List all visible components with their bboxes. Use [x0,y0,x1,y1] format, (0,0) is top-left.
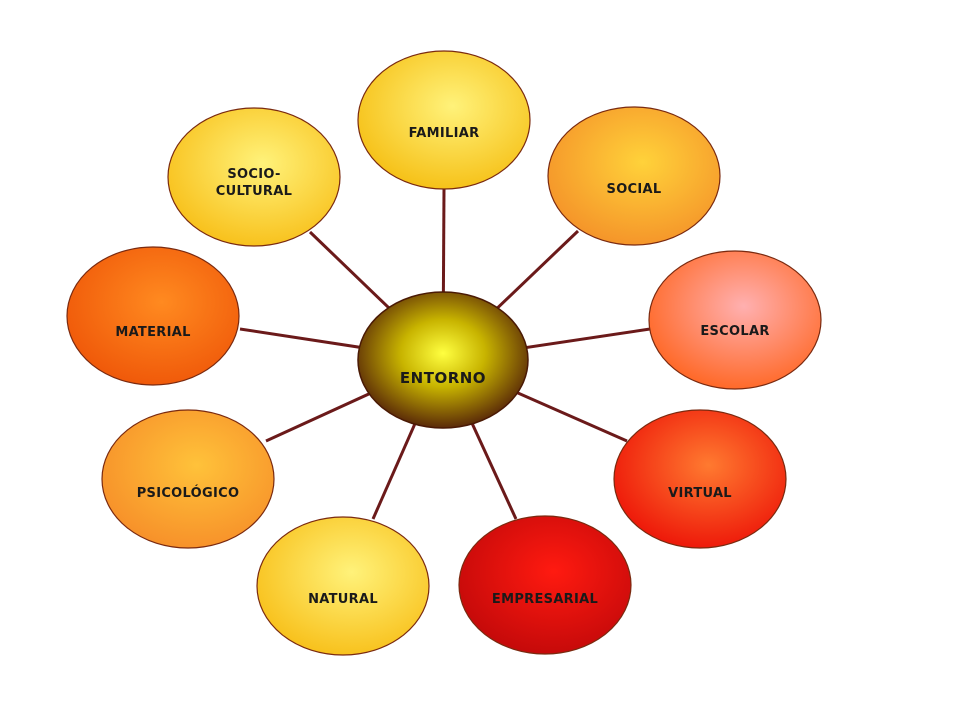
label-line-virtual-0: VIRTUAL [668,486,732,501]
bubble-virtual [613,409,787,549]
bubble-escolar [648,250,822,390]
label-familiar: FAMILIAR [409,126,480,141]
node-socio-cultural: SOCIO- CULTURAL [167,107,341,247]
node-material: MATERIAL [66,246,240,386]
label-line-social-0: SOCIAL [607,182,662,197]
node-escolar: ESCOLAR [648,250,822,390]
node-natural: NATURAL [256,516,430,656]
node-empresarial: EMPRESARIAL [458,515,632,655]
node-social: SOCIAL [547,106,721,246]
label-line-familiar-0: FAMILIAR [409,126,480,141]
label-psicologico: PSICOLÓGICO [137,485,240,501]
label-line-material-0: MATERIAL [115,325,190,340]
node-familiar: FAMILIAR [357,50,531,190]
label-natural: NATURAL [308,592,378,607]
label-line-natural-0: NATURAL [308,592,378,607]
label-empresarial: EMPRESARIAL [492,592,598,607]
label-line-empresarial-0: EMPRESARIAL [492,592,598,607]
label-line-psicologico-0: PSICOLÓGICO [137,485,240,501]
bubble-familiar [357,50,531,190]
bubble-material [66,246,240,386]
label-line-escolar-0: ESCOLAR [700,324,769,339]
label-line-socio-cultural-1: CULTURAL [216,184,292,199]
label-material: MATERIAL [115,325,190,340]
center-bubble [357,291,529,429]
bubble-natural [256,516,430,656]
label-virtual: VIRTUAL [668,486,732,501]
label-social: SOCIAL [607,182,662,197]
bubble-socio-cultural [167,107,341,247]
label-escolar: ESCOLAR [700,324,769,339]
label-line-socio-cultural-0: SOCIO- [227,167,280,182]
node-psicologico: PSICOLÓGICO [101,409,275,549]
center-label: ENTORNO [400,369,486,387]
label-socio-cultural: SOCIO- CULTURAL [216,167,292,199]
center-node: ENTORNO [357,291,529,429]
bubble-social [547,106,721,246]
bubble-psicologico [101,409,275,549]
bubble-empresarial [458,515,632,655]
topic-bubbles: FAMILIAR SOCIAL ESCOLAR VIRTUAL EMPRESARIAL N… [66,50,822,656]
node-virtual: VIRTUAL [613,409,787,549]
